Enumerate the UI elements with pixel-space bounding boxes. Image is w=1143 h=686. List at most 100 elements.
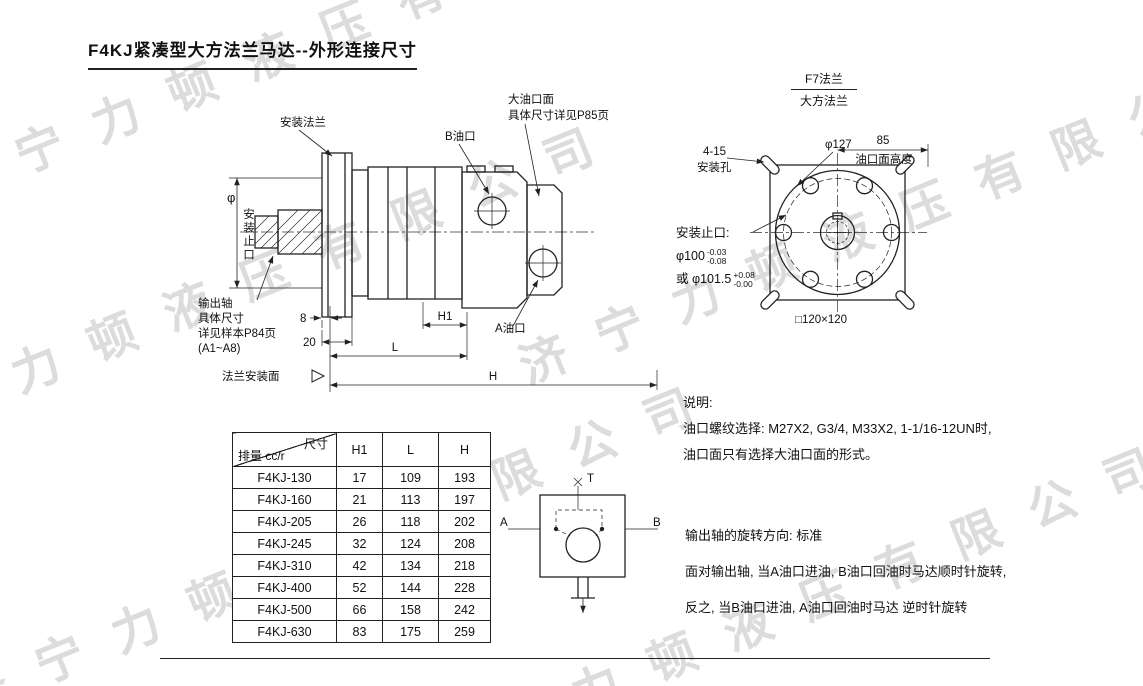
b-port-label: B油口 xyxy=(445,129,476,143)
model-cell: F4KJ-245 xyxy=(232,532,337,555)
output-shaft-symbol xyxy=(571,577,595,599)
port-junction-b xyxy=(599,526,605,532)
bolt-hole xyxy=(855,270,874,288)
t-port-label: T xyxy=(587,473,594,485)
schematic-box xyxy=(539,494,626,578)
l-cell: 175 xyxy=(382,620,439,643)
a-port-label: A油口 xyxy=(495,321,526,335)
front-flange-outline xyxy=(760,155,915,310)
h-cell: 197 xyxy=(438,488,491,511)
motor-body-outline xyxy=(254,152,563,318)
big-port-face-leader xyxy=(524,123,541,197)
mount-slot-tr xyxy=(895,155,915,175)
l-cell: 124 xyxy=(382,532,439,555)
mount-slot-br xyxy=(895,290,915,310)
output-shaft-leader xyxy=(256,255,274,301)
h-cell: 259 xyxy=(438,620,491,643)
model-cell: F4KJ-400 xyxy=(232,576,337,599)
spline-bore xyxy=(819,214,856,251)
spline-key xyxy=(832,212,843,220)
model-cell: F4KJ-160 xyxy=(232,488,337,511)
spigot-dia-1: φ100-0.03-0.08 xyxy=(676,245,755,268)
model-cell: F4KJ-310 xyxy=(232,554,337,577)
spigot-circle xyxy=(783,178,892,287)
output-shaft-note-line2: 具体尺寸 xyxy=(198,313,244,325)
dia-127-label: φ127 xyxy=(825,139,852,151)
rotation-line2: 面对输出轴, 当A油口进油, B油口回油时马达顺时针旋转, xyxy=(685,564,1007,579)
bolt-hole xyxy=(855,177,874,195)
notes-block: 说明: 油口螺纹选择: M27X2, G3/4, M33X2, 1-1/16-1… xyxy=(683,390,992,468)
b-line-label: B xyxy=(653,517,661,529)
table-corner-size: 尺寸 xyxy=(303,437,328,451)
big-port-face-label-1: 大油口面 xyxy=(508,92,554,106)
h1-cell: 26 xyxy=(336,510,383,533)
spigot-vertical-label: 安装止口 xyxy=(242,208,254,262)
notes-line1: 油口螺纹选择: M27X2, G3/4, M33X2, 1-1/16-12UN时… xyxy=(683,421,992,436)
output-shaft-note-line3: 详见样本P84页 xyxy=(198,328,276,340)
notes-line2: 油口面只有选择大油口面的形式。 xyxy=(683,447,879,462)
mounting-flange-leader xyxy=(298,129,333,157)
output-shaft-note: 输出轴 具体尺寸 详见样本P84页 (A1~A8) xyxy=(198,297,276,357)
bolt-hole xyxy=(882,223,901,242)
hydraulic-schematic: T A B xyxy=(500,473,661,613)
mount-hole-label: 安装孔 xyxy=(697,160,732,174)
port-center-marks xyxy=(474,193,561,281)
spigot-d2-upper-tol: +0.08 xyxy=(733,269,755,280)
side-view-drawing: 安装法兰 B油口 大油口面 具体尺寸详见P85页 A油口 8 20 H1 L xyxy=(222,92,658,392)
h1-cell: 32 xyxy=(336,532,383,555)
dim-l-label: L xyxy=(392,342,399,354)
dim-85-label: 85 xyxy=(877,135,890,147)
h-cell: 228 xyxy=(438,576,491,599)
mount-slot-bl xyxy=(760,290,780,310)
h1-cell: 17 xyxy=(336,466,383,489)
l-cell: 134 xyxy=(382,554,439,577)
phi-symbol: φ xyxy=(227,190,236,205)
spigot-d2-value: 或 φ101.5 xyxy=(676,272,732,286)
f7-flange-label-bottom: 大方法兰 xyxy=(799,94,848,108)
notes-title: 说明: xyxy=(683,395,713,410)
model-cell: F4KJ-205 xyxy=(232,510,337,533)
table-col-h1: H1 xyxy=(336,432,383,467)
h-cell: 193 xyxy=(438,466,491,489)
big-port-face-label-2: 具体尺寸详见P85页 xyxy=(508,108,609,122)
h1-cell: 66 xyxy=(336,598,383,621)
dia-127-leader xyxy=(796,151,834,187)
h-cell: 202 xyxy=(438,510,491,533)
mount-slot-tl xyxy=(760,155,780,175)
port-junction-a xyxy=(553,526,559,532)
spigot-d2-lower-tol: -0.00 xyxy=(733,278,753,289)
valve-housing xyxy=(461,171,528,309)
motor-housing xyxy=(367,166,463,300)
h1-cell: 52 xyxy=(336,576,383,599)
h-cell: 218 xyxy=(438,554,491,577)
model-cell: F4KJ-500 xyxy=(232,598,337,621)
front-view-drawing: φ127 85 油口面高度 4-15 安装孔 □120×120 xyxy=(697,135,929,326)
table-col-l: L xyxy=(382,432,439,467)
spigot-d1-value: φ100 xyxy=(676,249,705,263)
bolt-hole xyxy=(801,270,820,288)
page-title: F4KJ紧凑型大方法兰马达--外形连接尺寸 xyxy=(88,36,417,70)
a-port-leader xyxy=(512,279,539,327)
spigot-leader xyxy=(752,214,787,233)
flange-mount-face-label: 法兰安装面 xyxy=(222,369,280,383)
mounting-flange-label: 安装法兰 xyxy=(280,115,326,129)
model-cell: F4KJ-630 xyxy=(232,620,337,643)
f7-flange-label: F7法兰 大方法兰 xyxy=(791,70,857,109)
end-cap xyxy=(526,184,563,296)
output-shaft-note-line1: 输出轴 xyxy=(198,298,233,310)
footer-rule xyxy=(160,658,990,659)
dim-h1-label: H1 xyxy=(438,311,453,323)
rotation-block: 输出轴的旋转方向: 标准 面对输出轴, 当A油口进油, B油口回油时马达顺时针旋… xyxy=(685,525,1006,633)
internal-lines xyxy=(555,509,603,537)
flange-neck xyxy=(351,169,369,297)
f7-flange-label-top: F7法兰 xyxy=(791,70,857,90)
port-face-height-label: 油口面高度 xyxy=(855,152,913,166)
l-cell: 118 xyxy=(382,510,439,533)
table-col-h: H xyxy=(438,432,491,467)
